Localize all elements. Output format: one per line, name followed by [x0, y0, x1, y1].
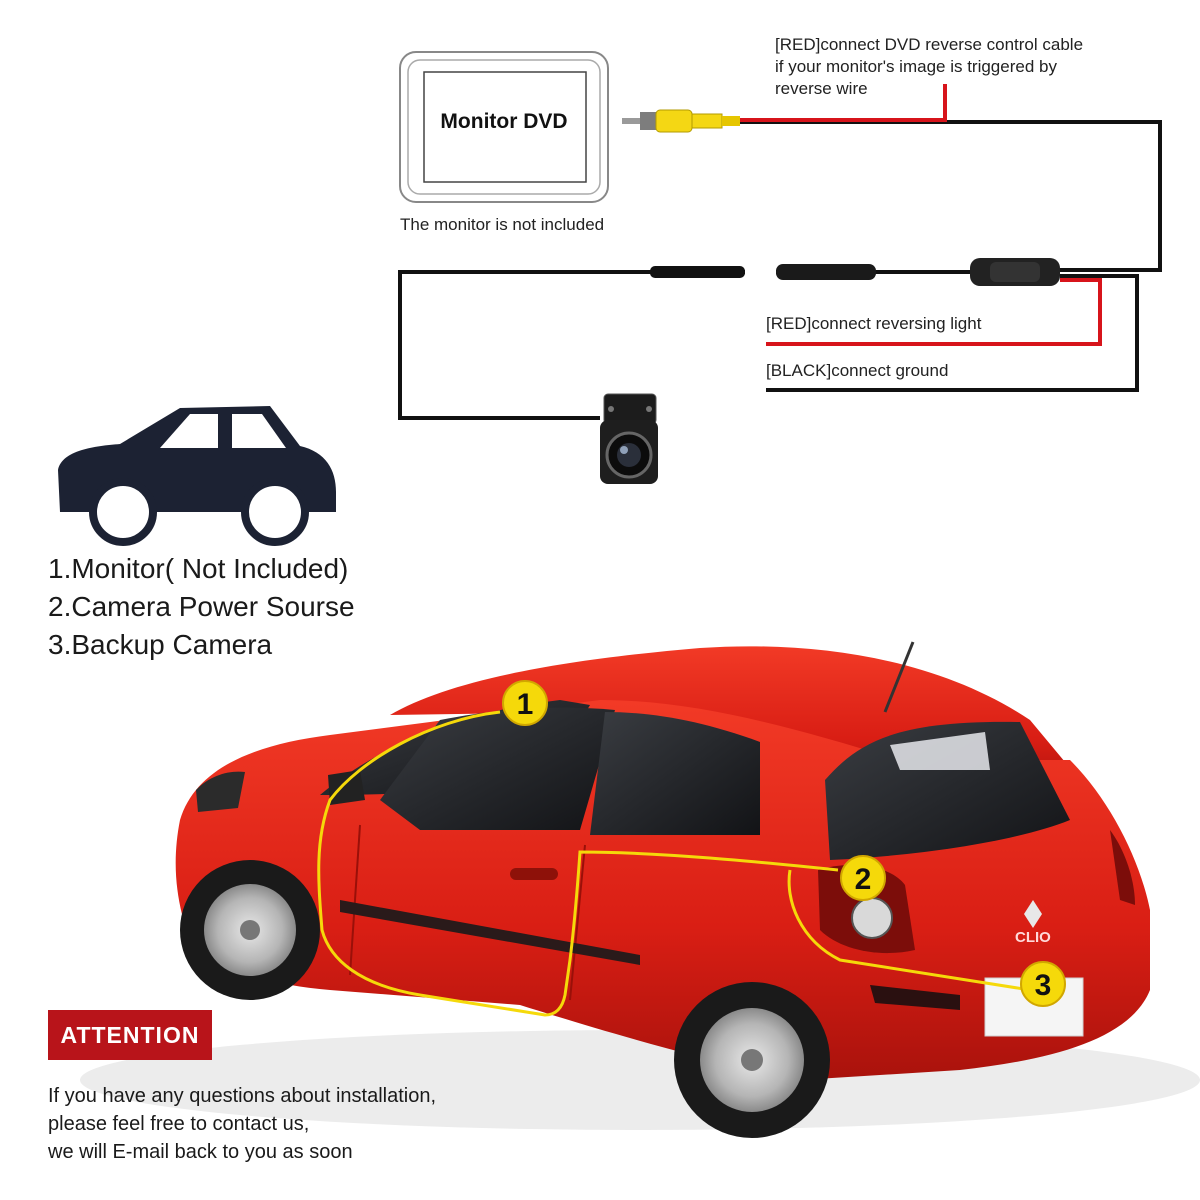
red-reverse-line-3: reverse wire [775, 79, 868, 98]
svg-text:2: 2 [855, 863, 872, 896]
attention-badge: ATTENTION [48, 1010, 212, 1060]
monitor-label: Monitor DVD [440, 110, 568, 133]
red-reverse-line-2: if your monitor's image is triggered by [775, 57, 1057, 76]
rca-connector-icon [622, 109, 740, 133]
attention-message: If you have any questions about installa… [48, 1082, 436, 1166]
backup-camera-icon [600, 393, 658, 484]
marker-2: 2 [840, 855, 886, 901]
component-legend: 1.Monitor( Not Included) 2.Camera Power … [48, 550, 355, 664]
monitor-note: The monitor is not included [400, 215, 605, 234]
monitor-icon [399, 51, 609, 203]
svg-text:3: 3 [1035, 969, 1052, 1002]
legend-item: 1.Monitor( Not Included) [48, 553, 349, 584]
red-reverse-line-1: [RED]connect DVD reverse control cable [775, 35, 1084, 54]
attention-line: we will E-mail back to you as soon [48, 1141, 353, 1163]
legend-item: 3.Backup Camera [48, 629, 273, 660]
marker-3: 3 [1020, 961, 1066, 1007]
svg-text:1: 1 [517, 688, 534, 721]
car-badge: CLIO [1015, 929, 1051, 946]
wiring-lines [398, 84, 1162, 420]
cable-connectors [650, 258, 1060, 286]
red-car-illustration: CLIO [80, 641, 1200, 1138]
wiring-route-line [317, 710, 1031, 1017]
red-light-label: [RED]connect reversing light [766, 314, 982, 333]
car-icon [58, 406, 336, 546]
attention-line: please feel free to contact us, [48, 1113, 310, 1135]
marker-1: 1 [502, 680, 548, 726]
attention-line: If you have any questions about installa… [48, 1085, 437, 1107]
legend-item: 2.Camera Power Sourse [48, 591, 355, 622]
black-ground-label: [BLACK]connect ground [766, 361, 949, 380]
